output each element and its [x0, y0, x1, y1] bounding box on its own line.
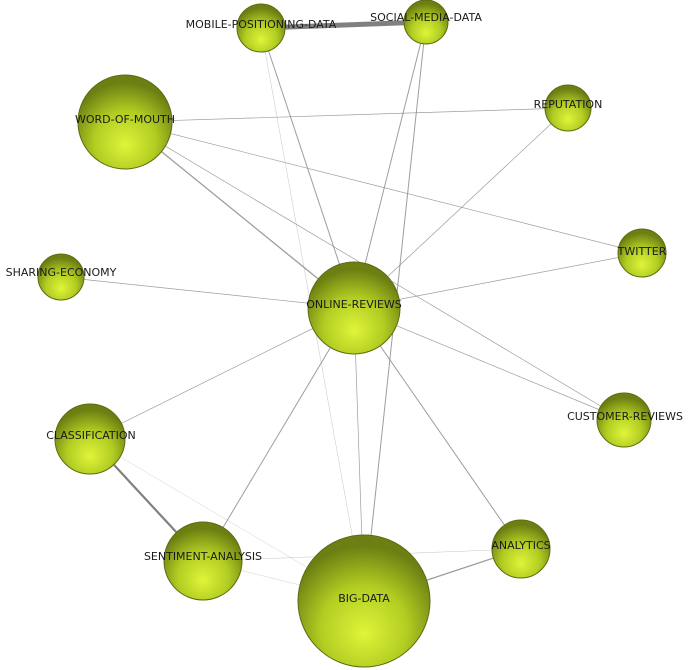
node-online-reviews[interactable]: [307, 261, 401, 355]
node-customer-reviews[interactable]: [596, 392, 652, 448]
node-reputation[interactable]: [544, 84, 592, 132]
node-label-word-of-mouth: WORD-OF-MOUTH: [75, 113, 175, 126]
edge-online-reviews-classification: [89, 307, 355, 440]
node-sentiment-analysis[interactable]: [163, 521, 243, 601]
edge-word-of-mouth-twitter: [124, 121, 643, 254]
node-analytics[interactable]: [491, 519, 551, 579]
node-label-online-reviews: ONLINE-REVIEWS: [306, 298, 402, 311]
edge-word-of-mouth-reputation: [124, 107, 569, 123]
edge-online-reviews-sentiment-analysis: [202, 307, 355, 562]
edge-twitter-online-reviews: [353, 252, 643, 309]
node-social-media-data[interactable]: [403, 0, 449, 45]
node-twitter[interactable]: [617, 228, 667, 278]
edge-online-reviews-analytics: [353, 307, 522, 550]
edge-social-media-data-online-reviews: [353, 21, 427, 309]
node-sharing-economy[interactable]: [37, 253, 85, 301]
edge-online-reviews-customer-reviews: [353, 307, 625, 421]
node-label-social-media-data: SOCIAL-MEDIA-DATA: [370, 11, 482, 24]
node-label-big-data: BIG-DATA: [338, 592, 390, 605]
node-label-twitter: TWITTER: [617, 245, 667, 258]
edge-word-of-mouth-online-reviews: [124, 121, 355, 309]
edge-sharing-economy-online-reviews: [60, 276, 355, 309]
edge-mobile-positioning-data-social-media-data: [258, 19, 429, 31]
nodes: [37, 0, 667, 668]
node-label-customer-reviews: CUSTOMER-REVIEWS: [567, 410, 683, 423]
node-label-sharing-economy: SHARING-ECONOMY: [6, 266, 117, 279]
node-label-analytics: ANALYTICS: [491, 539, 550, 552]
edge-reputation-online-reviews: [353, 107, 569, 309]
node-big-data[interactable]: [297, 534, 431, 668]
node-label-mobile-positioning-data: MOBILE-POSITIONING-DATA: [186, 18, 337, 31]
labels: BIG-DATA ONLINE-REVIEWS WORD-OF-MOUTH CLASS…: [6, 11, 683, 605]
node-word-of-mouth[interactable]: [77, 74, 173, 170]
node-label-reputation: REPUTATION: [534, 98, 603, 111]
node-label-classification: CLASSIFICATION: [46, 429, 136, 442]
node-classification[interactable]: [54, 403, 126, 475]
node-mobile-positioning-data[interactable]: [236, 3, 286, 53]
node-label-sentiment-analysis: SENTIMENT-ANALYSIS: [144, 550, 262, 563]
